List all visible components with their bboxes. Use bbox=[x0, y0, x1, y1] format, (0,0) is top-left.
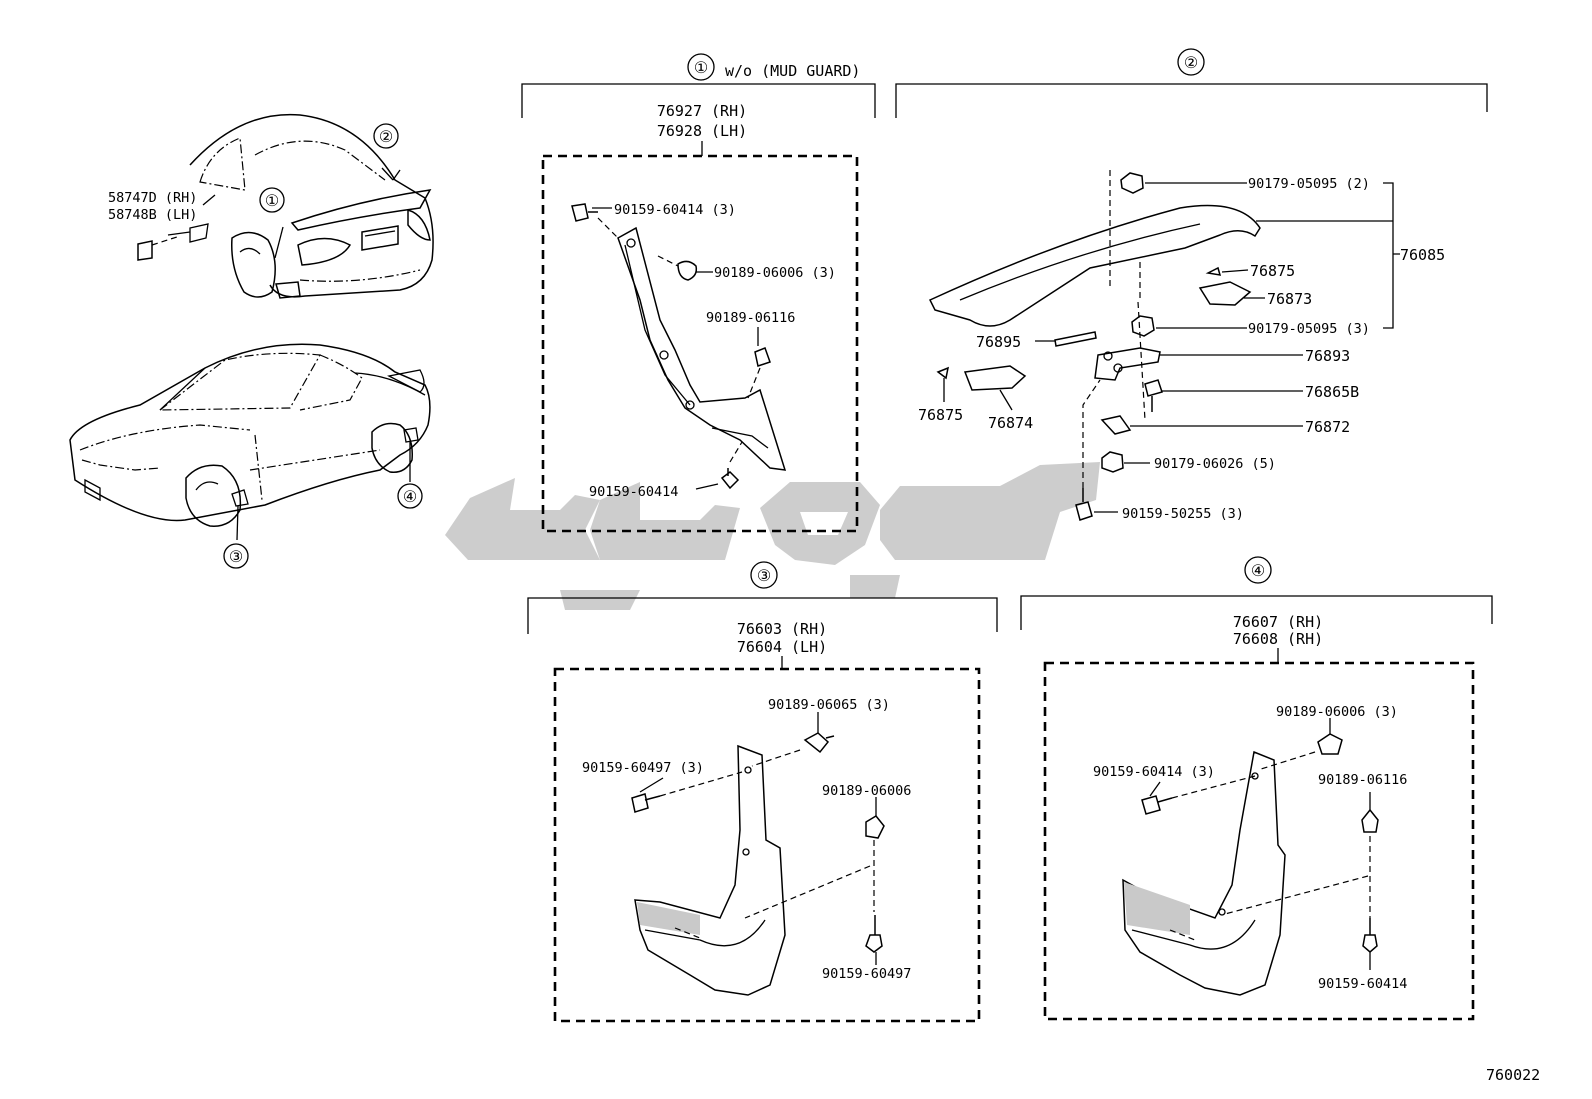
overview-callout-1: ① bbox=[265, 191, 279, 210]
tape-icon bbox=[1054, 331, 1097, 347]
rear-spoiler bbox=[928, 204, 1261, 327]
part-label: 90189-06116 bbox=[1318, 772, 1407, 788]
bolt-icon bbox=[1144, 379, 1163, 412]
clip-icon bbox=[865, 815, 885, 839]
nut-icon bbox=[1120, 172, 1144, 194]
car-front-view bbox=[69, 343, 431, 541]
screw-icon bbox=[720, 468, 740, 490]
section-1-heading: w/o (MUD GUARD) bbox=[725, 62, 860, 80]
diagram-id: 760022 bbox=[1486, 1066, 1540, 1084]
clip-icon bbox=[677, 260, 698, 281]
clip-icon bbox=[754, 347, 771, 367]
part-label: 90179-06026 (5) bbox=[1154, 456, 1276, 472]
pad-icon bbox=[1100, 415, 1132, 435]
part-label: 76875 bbox=[1250, 262, 1295, 280]
callout-circle bbox=[373, 123, 399, 149]
screw-icon bbox=[631, 793, 661, 813]
section-1: ① w/o (MUD GUARD) 76927 (RH) 76928 (LH) … bbox=[521, 53, 876, 533]
section-4-marker: ④ bbox=[1251, 561, 1265, 580]
part-label: 90159-50255 (3) bbox=[1122, 506, 1244, 522]
section-2-marker: ② bbox=[1184, 53, 1198, 72]
part-label: 76874 bbox=[988, 414, 1033, 432]
screw-icon bbox=[865, 915, 883, 953]
overview-callout-4: ④ bbox=[403, 487, 417, 506]
part-label: 90189-06006 (3) bbox=[1276, 704, 1398, 720]
section-1-assembly-lh: 76928 (LH) bbox=[657, 122, 747, 140]
part-label: 76873 bbox=[1267, 290, 1312, 308]
section-4-box bbox=[1043, 661, 1475, 1021]
section-2: ② bbox=[895, 48, 1488, 522]
bolt-icon bbox=[1075, 488, 1093, 521]
nut-icon bbox=[1131, 315, 1155, 337]
mud-guard bbox=[634, 744, 786, 996]
part-label: 76865B bbox=[1305, 383, 1359, 401]
cushion-icon bbox=[963, 365, 1027, 391]
clip-icon bbox=[1317, 733, 1343, 755]
overview-callout-2: ② bbox=[379, 127, 393, 146]
part-label: 90179-05095 (3) bbox=[1248, 321, 1370, 337]
cushion-icon bbox=[936, 366, 950, 380]
part-label: 90179-05095 (2) bbox=[1248, 176, 1370, 192]
screw-icon bbox=[1362, 918, 1378, 953]
section-1-marker: ① bbox=[694, 58, 708, 77]
section-3: ③ 76603 (RH) 76604 (LH) 90189-06065 (3) … bbox=[527, 561, 998, 1023]
nameplate-rh-label: 58747D (RH) bbox=[108, 190, 197, 206]
section-4: ④ 76607 (RH) 76608 (RH) 90189-06006 (3) … bbox=[1020, 556, 1493, 1021]
part-label: 90189-06116 bbox=[706, 310, 795, 326]
part-label: 76895 bbox=[976, 333, 1021, 351]
nut-icon bbox=[1101, 451, 1124, 473]
part-label: 90159-60497 bbox=[822, 966, 911, 982]
nameplate-lh-label: 58748B (LH) bbox=[108, 207, 197, 223]
part-label: 90189-06065 (3) bbox=[768, 697, 890, 713]
section-3-assembly-lh: 76604 (LH) bbox=[737, 638, 827, 656]
section-1-box bbox=[541, 154, 859, 533]
callout-circle bbox=[397, 483, 423, 509]
clip-icon bbox=[803, 732, 835, 754]
part-label: 90159-60414 bbox=[589, 484, 678, 500]
clip-icon bbox=[1361, 808, 1379, 833]
watermark-logo bbox=[445, 462, 1100, 610]
part-label: 90159-60414 (3) bbox=[1093, 764, 1215, 780]
section-2-assembly: 76085 bbox=[1400, 246, 1445, 264]
part-label: 90159-60414 (3) bbox=[614, 202, 736, 218]
overview-callout-3: ③ bbox=[229, 547, 243, 566]
part-label: 76872 bbox=[1305, 418, 1350, 436]
part-label: 90159-60414 bbox=[1318, 976, 1407, 992]
part-label: 90189-06006 bbox=[822, 783, 911, 799]
bolt-icon bbox=[571, 203, 598, 222]
section-3-marker: ③ bbox=[757, 566, 771, 585]
part-label: 76893 bbox=[1305, 347, 1350, 365]
car-rear-view bbox=[137, 113, 434, 299]
callout-circle bbox=[223, 543, 249, 569]
part-label: 90189-06006 (3) bbox=[714, 265, 836, 281]
section-4-assembly-rh: 76607 (RH) bbox=[1233, 613, 1323, 631]
part-label: 76875 bbox=[918, 406, 963, 424]
section-4-assembly-lh: 76608 (RH) bbox=[1233, 630, 1323, 648]
mud-guard bbox=[1122, 750, 1286, 996]
section-1-assembly-rh: 76927 (RH) bbox=[657, 102, 747, 120]
spoiler-bracket bbox=[1094, 347, 1161, 381]
callout-circle bbox=[259, 187, 285, 213]
part-label: 90159-60497 (3) bbox=[582, 760, 704, 776]
section-3-box bbox=[553, 667, 981, 1023]
cushion-icon bbox=[1198, 281, 1252, 306]
cushion-icon bbox=[1205, 266, 1222, 276]
screw-icon bbox=[1141, 795, 1173, 815]
section-3-assembly-rh: 76603 (RH) bbox=[737, 620, 827, 638]
